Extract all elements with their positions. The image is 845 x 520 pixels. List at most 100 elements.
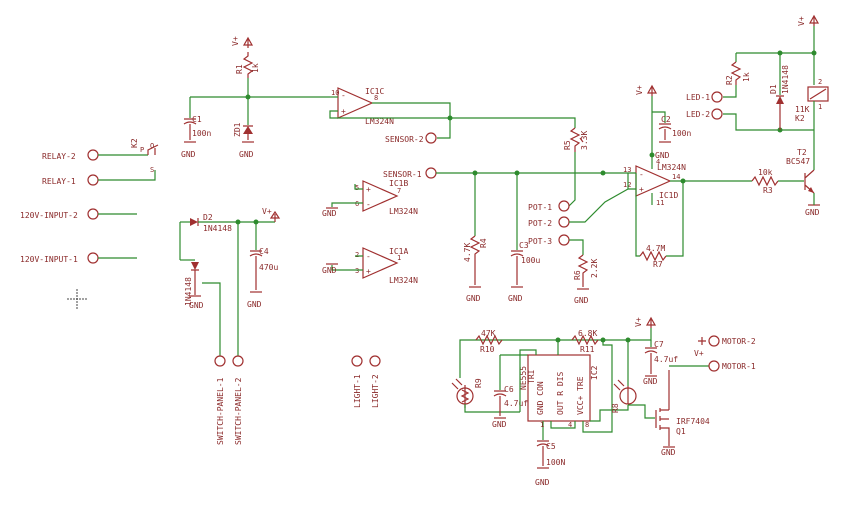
ic1d-value: LM324N — [657, 163, 686, 172]
net-pot1: POT-1 — [528, 203, 552, 212]
ic2-pins-right: OUT R DIS — [556, 371, 565, 415]
net-in2: 120V-INPUT-2 — [20, 211, 78, 220]
zd1-gnd: GND — [239, 150, 254, 159]
ic1a-opamp: - + IC1A LM324N 2 3 1 GND — [322, 247, 418, 285]
k2-pin-o: O — [150, 142, 154, 150]
c4-capacitor: C4 470u GND — [247, 222, 278, 309]
ic2-pin1: 1 — [540, 421, 544, 429]
c1-gnd: GND — [181, 150, 196, 159]
ic1b-value: LM324N — [389, 207, 418, 216]
r4-gnd: GND — [466, 294, 481, 303]
r2-name: R2 — [725, 75, 734, 85]
c2-value: 100n — [672, 129, 691, 138]
r6-resistor: R6 2.2K GND — [573, 254, 599, 305]
d2-diode: D2 1N4148 — [180, 213, 232, 233]
r8-name: R8 — [611, 403, 620, 413]
net-relay1: RELAY-1 — [42, 177, 76, 186]
ic1d-pin13: 13 — [623, 166, 631, 174]
r1-resistor: R1 1k — [235, 52, 260, 78]
r6-name: R6 — [573, 270, 582, 280]
light-connectors: LIGHT-1 LIGHT-2 — [351, 355, 381, 408]
d2-name: D2 — [203, 213, 213, 222]
c4-gnd: GND — [247, 300, 262, 309]
r2-resistor: R2 1k — [725, 53, 751, 85]
k2r-value: 11K — [795, 105, 810, 114]
ic1a-pin1: 1 — [397, 254, 401, 262]
net-pot3: POT-3 — [528, 237, 552, 246]
c7-capacitor: C7 4.7uf GND — [643, 340, 678, 386]
ic2-name: IC2 — [590, 365, 599, 380]
c1-name: C1 — [192, 115, 202, 124]
k2-contact: P K2 O S — [130, 138, 159, 174]
ic1b-name: IC1B — [389, 179, 408, 188]
c2-capacitor: C2 100n GND — [652, 111, 691, 160]
c3-name: C3 — [519, 241, 529, 250]
ic1b-gnd: GND — [322, 209, 337, 218]
vplus-555: V+ — [634, 316, 657, 328]
r5-resistor: R5 3.3K — [563, 127, 589, 152]
ic1c-minus: - — [341, 91, 346, 100]
zd1-zener: ZD1 GND — [233, 97, 254, 159]
ic1b-pin6: 6 — [355, 200, 359, 208]
net-led2: LED-2 — [686, 110, 710, 119]
d2-value: 1N4148 — [203, 224, 232, 233]
ic1a-pin2: 2 — [355, 251, 359, 259]
relay-connectors: RELAY-2 RELAY-1 120V-INPUT-2 120V-INPUT-… — [20, 149, 156, 264]
vplus-d2-label: V+ — [262, 207, 272, 216]
ic2-ne555: TRI GND CON OUT R DIS VCC+ TRE IC2 NE555 — [519, 354, 599, 422]
ic2-pin8: 8 — [585, 421, 589, 429]
switch-panel-connectors: SWITCH-PANEL-1 SWITCH-PANEL-2 — [214, 355, 244, 445]
c6-value: 4.7uf — [504, 399, 528, 408]
vplus-555-label: V+ — [634, 317, 643, 327]
vplus-d2: V+ — [262, 207, 281, 222]
net-sensor1: SENSOR-1 — [383, 170, 422, 179]
k2-pin-p: P — [140, 146, 144, 154]
r3-resistor: 10k R3 — [751, 168, 779, 195]
ic1b-pin7: 7 — [397, 187, 401, 195]
zd1-name: ZD1 — [233, 122, 242, 137]
q1-mosfet: IRF7404 Q1 GND — [655, 370, 710, 457]
ic1d-pin4: 4 — [656, 158, 660, 166]
ic1d-pin14: 14 — [672, 173, 680, 181]
r2-value: 1k — [742, 72, 751, 82]
r7-name: R7 — [653, 260, 663, 269]
t2-transistor: T2 BC547 GND — [786, 148, 820, 217]
c2-gnd: GND — [655, 151, 670, 160]
vplus-label: V+ — [231, 36, 240, 46]
q1-gnd: GND — [661, 448, 676, 457]
c5-gnd: GND — [535, 478, 550, 487]
ic2-pins-far: VCC+ TRE — [576, 376, 585, 415]
c3-capacitor: C3 100u GND — [508, 173, 540, 303]
c6-name: C6 — [504, 385, 514, 394]
r10-value: 47K — [481, 329, 496, 338]
ic1c-name: IC1C — [365, 87, 384, 96]
c3-value: 100u — [521, 256, 540, 265]
r1-value: 1k — [251, 63, 260, 73]
ic1a-gnd: GND — [322, 266, 337, 275]
net-motor1: MOTOR-1 — [722, 362, 756, 371]
net-sensor2: SENSOR-2 — [385, 135, 424, 144]
c3-gnd: GND — [508, 294, 523, 303]
d1-diode: D1 1N4148 — [769, 53, 790, 130]
r10-resistor: 47K R10 — [475, 329, 503, 354]
ic1b-opamp: + - IC1B LM324N 5 6 7 GND — [322, 179, 418, 218]
net-sw1: SWITCH-PANEL-1 — [216, 377, 225, 445]
r9-name: R9 — [474, 378, 483, 388]
c6-capacitor: C6 4.7uf GND — [492, 355, 528, 429]
net-pot2: POT-2 — [528, 219, 552, 228]
r7-resistor: 4.7M R7 — [639, 244, 667, 269]
vplus-relay: V+ — [797, 14, 820, 26]
net-light1: LIGHT-1 — [353, 374, 362, 408]
ic2-tri: TRI — [527, 369, 536, 384]
c2-name: C2 — [661, 115, 671, 124]
r7-value: 4.7M — [646, 244, 665, 253]
net-light2: LIGHT-2 — [371, 374, 380, 408]
d3-value: 1N4148 — [184, 277, 193, 306]
ic1d-name: IC1D — [659, 191, 678, 200]
k2-relay-coil: 2 1 11K K2 — [795, 78, 829, 123]
r10-name: R10 — [480, 345, 495, 354]
q1-value: IRF7404 — [676, 417, 710, 426]
ic1a-minus: - — [366, 252, 371, 261]
ic1a-value: LM324N — [389, 276, 418, 285]
ic1a-plus: + — [366, 267, 371, 276]
